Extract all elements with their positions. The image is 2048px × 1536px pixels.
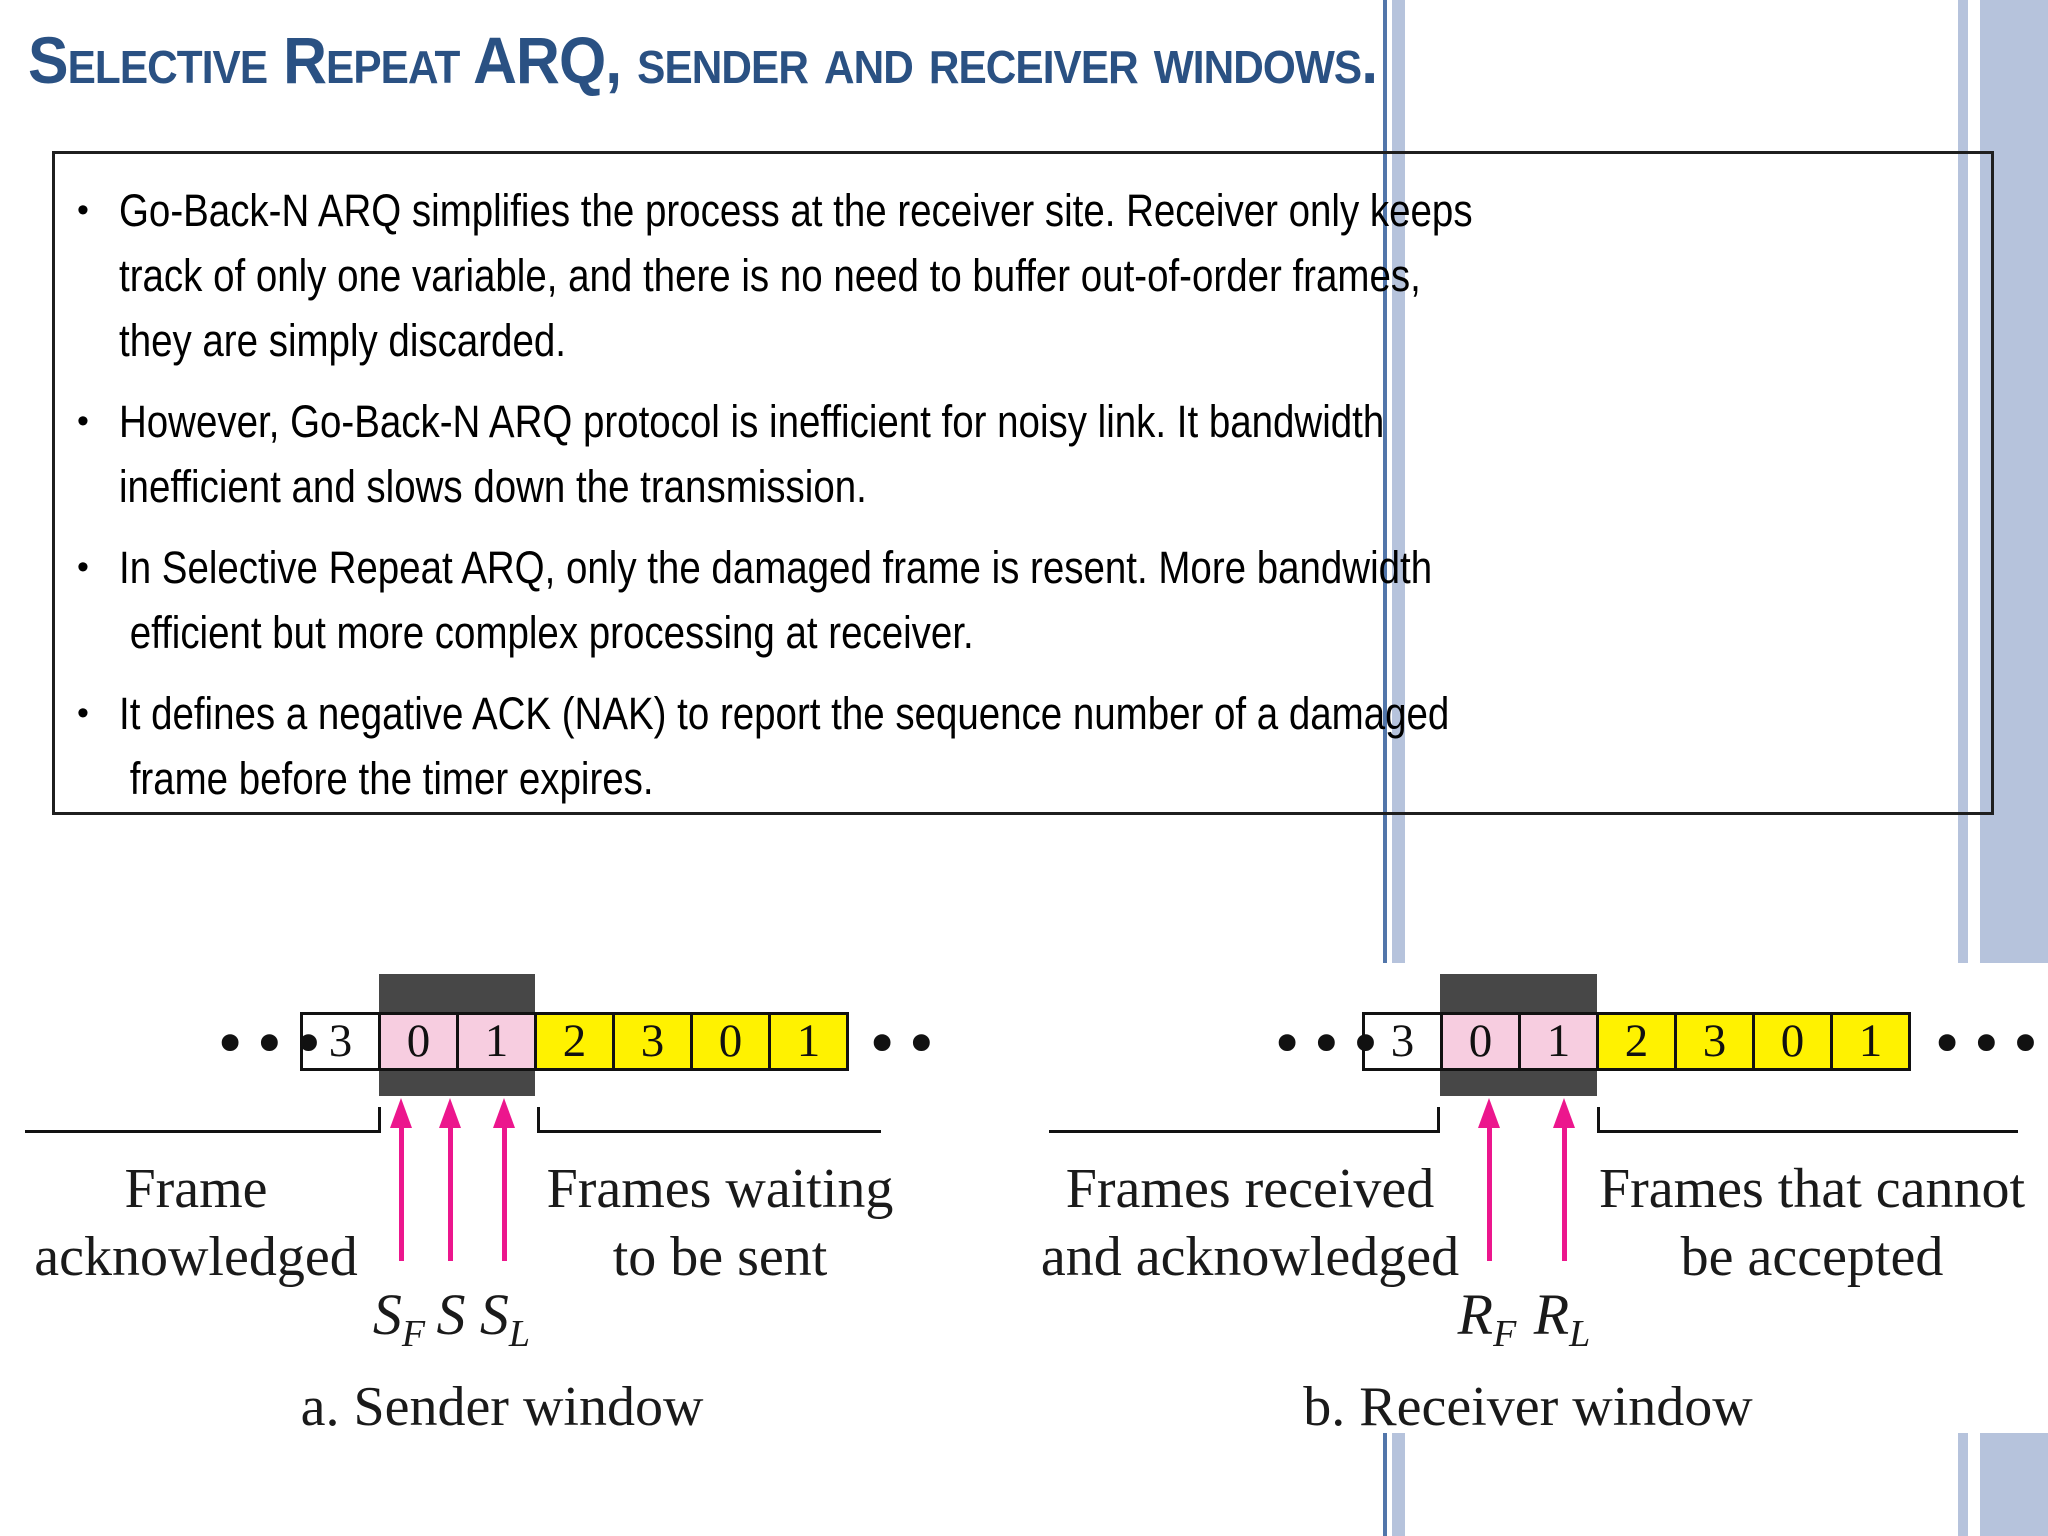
pointer-label-rf: RF — [1442, 1281, 1532, 1356]
pointer-arrow-s — [439, 1098, 463, 1261]
pointer-base: R — [1457, 1282, 1494, 1347]
arrow-stem — [1562, 1128, 1567, 1261]
sequence-cell-yellow: 3 — [612, 1012, 693, 1071]
sequence-cell-yellow: 2 — [534, 1012, 615, 1071]
sequence-cell-pink: 1 — [456, 1012, 537, 1071]
divider-line-dark — [1383, 0, 1387, 1536]
arrow-stem — [1487, 1128, 1492, 1261]
arrow-stem — [399, 1128, 404, 1261]
arrow-stem — [448, 1128, 453, 1261]
pointer-label-s: S — [406, 1281, 496, 1356]
page-title: Selective Repeat ARQ, sender and receive… — [28, 23, 1378, 97]
pointer-label-rl: RL — [1517, 1281, 1607, 1356]
sequence-cell-pink: 0 — [1440, 1012, 1521, 1071]
bullet-icon: • — [77, 694, 89, 732]
pointer-sub: F — [1493, 1313, 1517, 1355]
label-frames-waiting: Frames waiting to be sent — [490, 1155, 950, 1291]
pointer-base: S — [436, 1282, 466, 1347]
bracket-tick — [1437, 1107, 1440, 1133]
bracket-tick — [537, 1107, 540, 1133]
bullet-line: efficient but more complex processing at… — [119, 607, 974, 658]
bullet-line: In Selective Repeat ARQ, only the damage… — [119, 542, 1433, 593]
pointer-sub: F — [401, 1313, 426, 1355]
sequence-cell-yellow: 0 — [1752, 1012, 1833, 1071]
sequence-cell-yellow: 1 — [768, 1012, 849, 1071]
bullet-text: It defines a negative ACK (NAK) to repor… — [119, 681, 1981, 811]
label-frames-cannot-accept: Frames that cannot be accepted — [1582, 1155, 2042, 1291]
sequence-cell-yellow: 1 — [1830, 1012, 1911, 1071]
bullet-list: • Go-Back-N ARQ simplifies the process at… — [77, 178, 1981, 811]
pointer-arrow-sf — [390, 1098, 414, 1261]
pointer-base: S — [372, 1282, 402, 1347]
pointer-arrow-sl — [493, 1098, 517, 1261]
sequence-cell-pink: 1 — [1518, 1012, 1599, 1071]
bullet-text: In Selective Repeat ARQ, only the damage… — [119, 535, 1981, 665]
pointer-arrow-rl — [1553, 1098, 1577, 1261]
label-line: Frames waiting — [546, 1158, 894, 1220]
sequence-cell-yellow: 2 — [1596, 1012, 1677, 1071]
bracket-frames-received — [1049, 1130, 1440, 1133]
content-box: • Go-Back-N ARQ simplifies the process at… — [52, 151, 1994, 815]
sender-window-caption: a. Sender window — [300, 1376, 704, 1438]
label-frames-received: Frames received and acknowledged — [1020, 1155, 1480, 1291]
receiver-window-caption: b. Receiver window — [1303, 1376, 1753, 1438]
label-line: Frames that cannot — [1598, 1158, 2026, 1220]
bullet-line: Go-Back-N ARQ simplifies the process at … — [119, 185, 1473, 236]
pointer-base: S — [479, 1282, 509, 1347]
bullet-line: It defines a negative ACK (NAK) to repor… — [119, 688, 1450, 739]
arrowhead-icon — [1478, 1098, 1500, 1128]
sequence-cell-white: 3 — [300, 1012, 381, 1071]
label-line: acknowledged — [34, 1226, 358, 1288]
bullet-item: • However, Go-Back-N ARQ protocol is inef… — [77, 389, 1981, 519]
bullet-item: • Go-Back-N ARQ simplifies the process at… — [77, 178, 1981, 373]
label-frames-acknowledged: Frame acknowledged — [0, 1155, 426, 1291]
bullet-line: track of only one variable, and there is… — [119, 250, 1421, 301]
bullet-line: However, Go-Back-N ARQ protocol is ineff… — [119, 396, 1385, 447]
arrow-stem — [502, 1128, 507, 1261]
sequence-cell-yellow: 0 — [690, 1012, 771, 1071]
pointer-sub: L — [508, 1313, 531, 1355]
pointer-label-sl: SL — [460, 1281, 550, 1356]
bracket-frames-waiting — [537, 1130, 881, 1133]
bullet-text: Go-Back-N ARQ simplifies the process at … — [119, 178, 1981, 373]
pointer-label-sf: SF — [354, 1281, 444, 1356]
label-line: Frames received — [1065, 1158, 1435, 1220]
bullet-icon: • — [77, 402, 89, 440]
bracket-tick — [1597, 1107, 1600, 1133]
ellipsis-icon: ••• — [213, 1010, 331, 1078]
ellipsis-icon: ••• — [1270, 1010, 1388, 1078]
label-line: be accepted — [1680, 1226, 1944, 1288]
right-margin-stripe — [1958, 0, 1968, 1536]
sequence-cell-pink: 0 — [378, 1012, 459, 1071]
arrowhead-icon — [390, 1098, 412, 1128]
bullet-item: • It defines a negative ACK (NAK) to repo… — [77, 681, 1981, 811]
label-line: and acknowledged — [1040, 1226, 1460, 1288]
bullet-icon: • — [77, 191, 89, 229]
bracket-tick — [378, 1107, 381, 1133]
bullet-item: • In Selective Repeat ARQ, only the damag… — [77, 535, 1981, 665]
pointer-sub: L — [1569, 1313, 1591, 1355]
bracket-frames-acknowledged — [25, 1130, 381, 1133]
bullet-line: inefficient and slows down the transmiss… — [119, 461, 867, 512]
pointer-base: R — [1533, 1282, 1570, 1347]
ellipsis-icon: ••• — [1930, 1010, 2048, 1078]
arrowhead-icon — [439, 1098, 461, 1128]
bullet-line: frame before the timer expires. — [119, 753, 654, 804]
arrowhead-icon — [1553, 1098, 1575, 1128]
bullet-line: they are simply discarded. — [119, 315, 566, 366]
sequence-cell-yellow: 3 — [1674, 1012, 1755, 1071]
arrowhead-icon — [493, 1098, 515, 1128]
pointer-arrow-rf — [1478, 1098, 1502, 1261]
bullet-text: However, Go-Back-N ARQ protocol is ineff… — [119, 389, 1981, 519]
bullet-icon: • — [77, 548, 89, 586]
label-line: to be sent — [612, 1226, 828, 1288]
bracket-frames-cannot-accept — [1597, 1130, 2018, 1133]
label-line: Frame — [124, 1158, 268, 1220]
sequence-cell-white: 3 — [1362, 1012, 1443, 1071]
